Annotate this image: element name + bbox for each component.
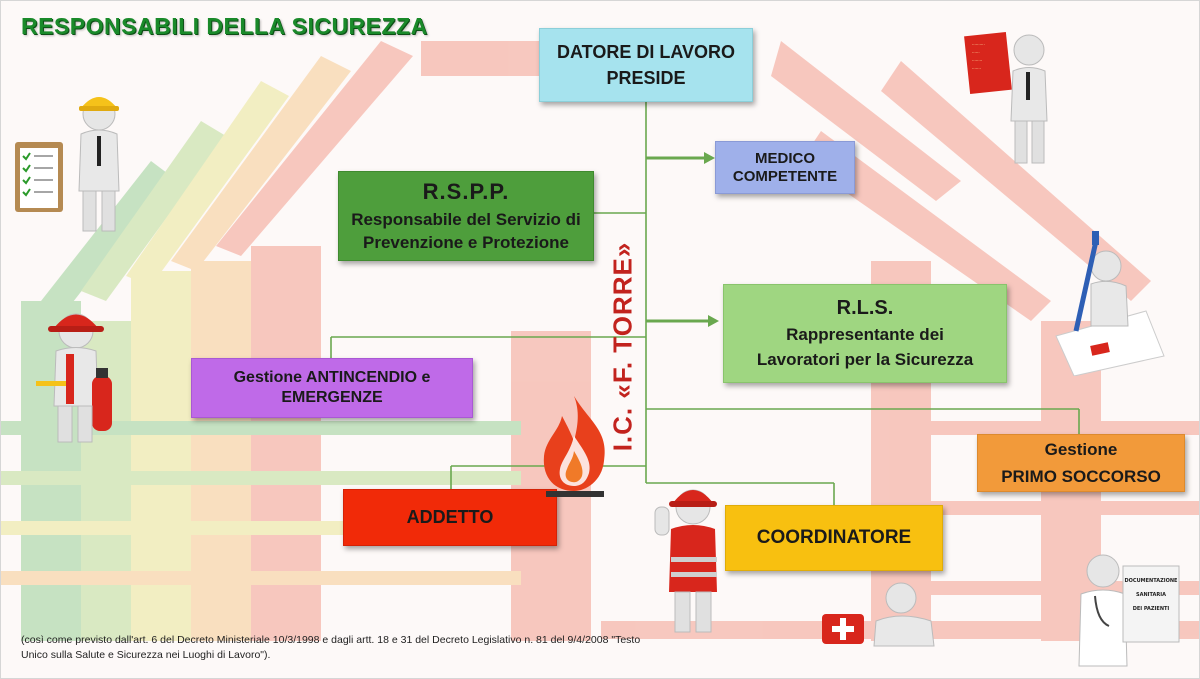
doc-card-line1: DOCUMENTAZIONE <box>1125 578 1179 584</box>
primo-line2: PRIMO SOCCORSO <box>1001 467 1161 486</box>
coordinatore-label: COORDINATORE <box>756 527 912 549</box>
medico-line1: MEDICO <box>755 149 815 167</box>
svg-text:······: ······ <box>972 50 980 55</box>
rls-line2: Lavoratori per la Sicurezza <box>756 350 974 369</box>
doctor-documentation-icon: DOCUMENTAZIONE SANITARIA DEI PAZIENTI <box>1078 554 1180 667</box>
first-aid-kit-icon <box>822 582 935 647</box>
rspp-box: R.S.P.P. Responsabile del Servizio di Pr… <box>338 171 594 261</box>
firefighter-extinguisher-icon <box>36 313 112 443</box>
primo-line1: Gestione <box>1044 439 1118 459</box>
worker-hardhat-clipboard-icon <box>15 97 120 232</box>
legal-footnote: (così come previsto dall'art. 6 del Decr… <box>21 634 641 662</box>
medico-competente-box: MEDICO COMPETENTE <box>715 141 855 194</box>
figure-signing-document-icon <box>1055 231 1165 376</box>
coordinatore-box: COORDINATORE <box>725 505 943 571</box>
antincendio-box: Gestione ANTINCENDIO e EMERGENZE <box>191 358 473 418</box>
rspp-line1: Responsabile del Servizio di <box>351 209 581 229</box>
antincendio-line2: EMERGENZE <box>281 389 383 406</box>
rls-acronym: R.L.S. <box>836 297 894 320</box>
page-title: RESPONSABILI DELLA SICUREZZA <box>21 13 428 39</box>
medico-line2: COMPETENTE <box>732 167 838 185</box>
worker-red-vest-icon <box>654 489 717 633</box>
datore-line1: DATORE DI LAVORO <box>556 41 735 62</box>
rspp-acronym: R.S.P.P. <box>422 178 510 204</box>
primo-soccorso-box: Gestione PRIMO SOCCORSO <box>977 434 1185 492</box>
svg-text:·······: ······· <box>972 66 981 71</box>
rls-box: R.L.S. Rappresentante dei Lavoratori per… <box>723 284 1007 383</box>
rspp-line2: Prevenzione e Protezione <box>363 233 569 253</box>
datore-di-lavoro-box: DATORE DI LAVORO PRESIDE <box>539 28 753 102</box>
doc-card-line2: SANITARIA <box>1136 592 1166 598</box>
doc-card-line3: DEI PAZIENTI <box>1133 606 1170 612</box>
svg-text:··········: ·········· <box>972 42 985 47</box>
svg-text:········: ········ <box>972 58 982 63</box>
datore-line2: PRESIDE <box>606 68 686 88</box>
fire-icon <box>543 396 605 497</box>
figure-red-document-icon: ······························· <box>964 31 1048 164</box>
rls-line1: Rappresentante dei <box>786 325 944 345</box>
antincendio-line1: Gestione ANTINCENDIO e <box>233 369 431 386</box>
addetto-label: ADDETTO <box>406 507 494 528</box>
addetto-box: ADDETTO <box>343 489 557 546</box>
